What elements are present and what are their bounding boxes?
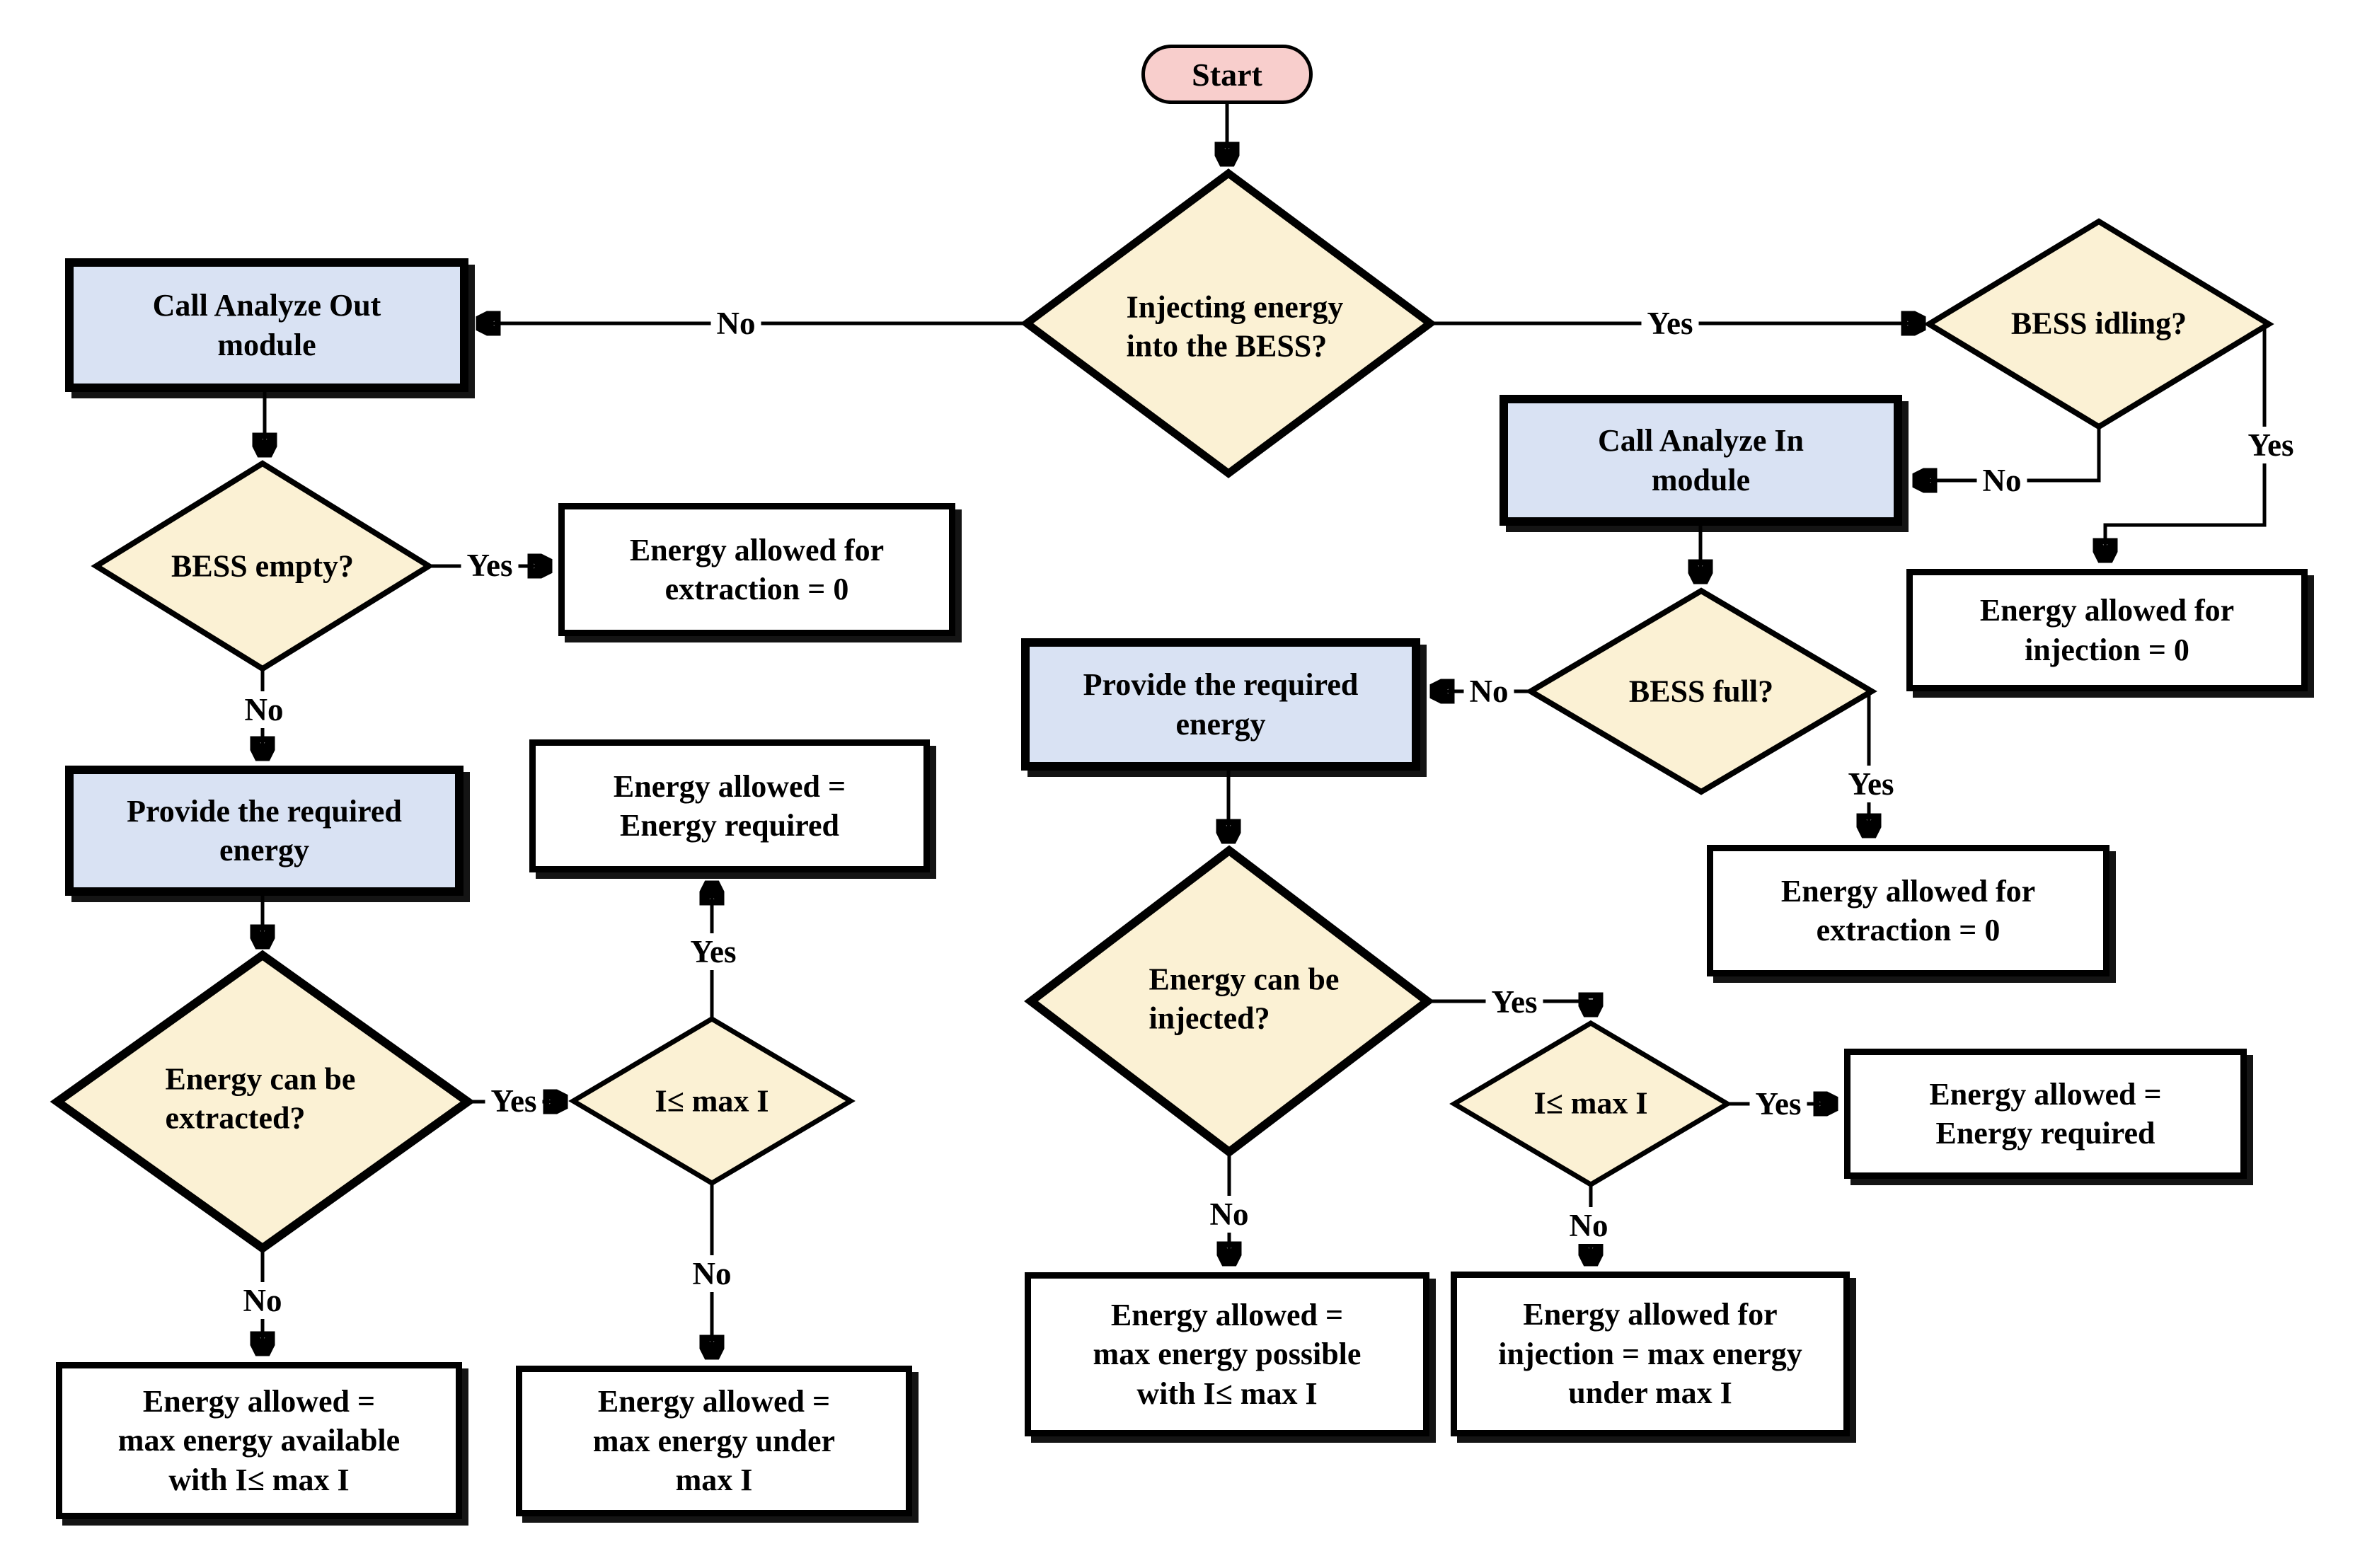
decision-bess-full-label: BESS full? bbox=[1628, 674, 1774, 709]
outcome-max-energy-possible-label: Energy allowed = max energy possible wit… bbox=[1093, 1297, 1362, 1411]
edge-label-full-no: No bbox=[1463, 673, 1514, 710]
edge-label-empty-yes: Yes bbox=[461, 547, 519, 584]
process-provide-required-left-label: Provide the required energy bbox=[127, 793, 402, 867]
edge-label-injected-no: No bbox=[1204, 1196, 1255, 1233]
edge-label-injected-yes: Yes bbox=[1485, 984, 1543, 1020]
outcome-max-energy-available: Energy allowed = max energy available wi… bbox=[56, 1362, 462, 1519]
decision-i-max-right-shape bbox=[1449, 1020, 1732, 1188]
outcome-extraction-zero-left-label: Energy allowed for extraction = 0 bbox=[629, 532, 885, 606]
process-call-analyze-in-label: Call Analyze In module bbox=[1598, 423, 1804, 497]
outcome-energy-eq-required-left-label: Energy allowed = Energy required bbox=[613, 768, 846, 843]
edge-label-idling-no: No bbox=[1976, 462, 2027, 499]
edge-label-empty-no: No bbox=[238, 691, 289, 728]
edge-label-idling-yes: Yes bbox=[2242, 427, 2300, 463]
terminator-start-label: Start bbox=[1192, 56, 1262, 93]
outcome-injection-zero: Energy allowed for injection = 0 bbox=[1906, 569, 2308, 691]
decision-i-max-left-label: I≤ max I bbox=[655, 1083, 769, 1119]
edge-injected-yes-to-imax-right bbox=[1427, 1001, 1591, 1015]
outcome-extraction-zero-right-label: Energy allowed for extraction = 0 bbox=[1780, 873, 2036, 947]
outcome-injection-max-energy: Energy allowed for injection = max energ… bbox=[1451, 1272, 1850, 1436]
outcome-max-energy-possible: Energy allowed = max energy possible wit… bbox=[1025, 1272, 1429, 1436]
edge-label-injecting-no: No bbox=[710, 305, 761, 342]
decision-i-max-right-label: I≤ max I bbox=[1533, 1085, 1648, 1121]
edge-label-imax-left-no: No bbox=[686, 1255, 737, 1292]
process-provide-required-right: Provide the required energy bbox=[1021, 638, 1420, 771]
decision-energy-can-be-injected-shape bbox=[1024, 845, 1434, 1158]
decision-bess-empty-label: BESS empty? bbox=[171, 548, 354, 584]
decision-injecting-energy-label: Injecting energy into the BESS? bbox=[1126, 289, 1344, 364]
outcome-injection-max-energy-label: Energy allowed for injection = max energ… bbox=[1498, 1297, 1802, 1411]
decision-bess-empty-shape bbox=[91, 460, 434, 672]
decision-energy-can-be-extracted-shape bbox=[50, 950, 476, 1254]
decision-bess-idling-shape bbox=[1923, 218, 2274, 430]
edge-label-extracted-yes: Yes bbox=[485, 1083, 543, 1119]
process-provide-required-right-label: Provide the required energy bbox=[1083, 667, 1359, 742]
process-call-analyze-out: Call Analyze Out module bbox=[65, 258, 468, 392]
process-call-analyze-in: Call Analyze In module bbox=[1500, 395, 1902, 526]
outcome-energy-eq-required-right: Energy allowed = Energy required bbox=[1844, 1049, 2247, 1179]
edge-label-full-yes: Yes bbox=[1842, 766, 1900, 802]
process-call-analyze-out-label: Call Analyze Out module bbox=[152, 288, 381, 362]
outcome-injection-zero-label: Energy allowed for injection = 0 bbox=[1979, 593, 2235, 667]
decision-bess-full-shape bbox=[1525, 587, 1877, 795]
outcome-energy-eq-required-right-label: Energy allowed = Energy required bbox=[1929, 1076, 2162, 1151]
outcome-max-energy-under-max-i: Energy allowed = max energy under max I bbox=[516, 1366, 912, 1516]
decision-energy-can-be-injected-label: Energy can be injected? bbox=[1149, 962, 1340, 1036]
outcome-extraction-zero-right: Energy allowed for extraction = 0 bbox=[1707, 845, 2109, 976]
decision-energy-can-be-extracted-label: Energy can be extracted? bbox=[165, 1061, 356, 1136]
outcome-max-energy-available-label: Energy allowed = max energy available wi… bbox=[117, 1383, 401, 1497]
edge-label-imax-left-yes: Yes bbox=[684, 933, 742, 970]
edge-label-injecting-yes: Yes bbox=[1641, 305, 1699, 342]
decision-injecting-energy-shape bbox=[1020, 168, 1437, 478]
process-provide-required-left: Provide the required energy bbox=[65, 766, 464, 896]
decision-i-max-left-shape bbox=[568, 1015, 856, 1187]
decision-bess-idling-label: BESS idling? bbox=[2010, 306, 2187, 341]
outcome-max-energy-under-max-i-label: Energy allowed = max energy under max I bbox=[592, 1384, 836, 1498]
outcome-extraction-zero-left: Energy allowed for extraction = 0 bbox=[558, 503, 955, 636]
edge-idling-yes-to-injection-zero bbox=[2105, 324, 2267, 560]
edge-label-extracted-no: No bbox=[237, 1282, 288, 1319]
edge-idling-no-to-analyze-in bbox=[1915, 427, 2101, 480]
edge-label-imax-right-yes: Yes bbox=[1749, 1085, 1807, 1122]
outcome-energy-eq-required-left: Energy allowed = Energy required bbox=[529, 739, 930, 872]
terminator-start: Start bbox=[1141, 45, 1313, 104]
edge-label-imax-right-no: No bbox=[1563, 1207, 1614, 1244]
